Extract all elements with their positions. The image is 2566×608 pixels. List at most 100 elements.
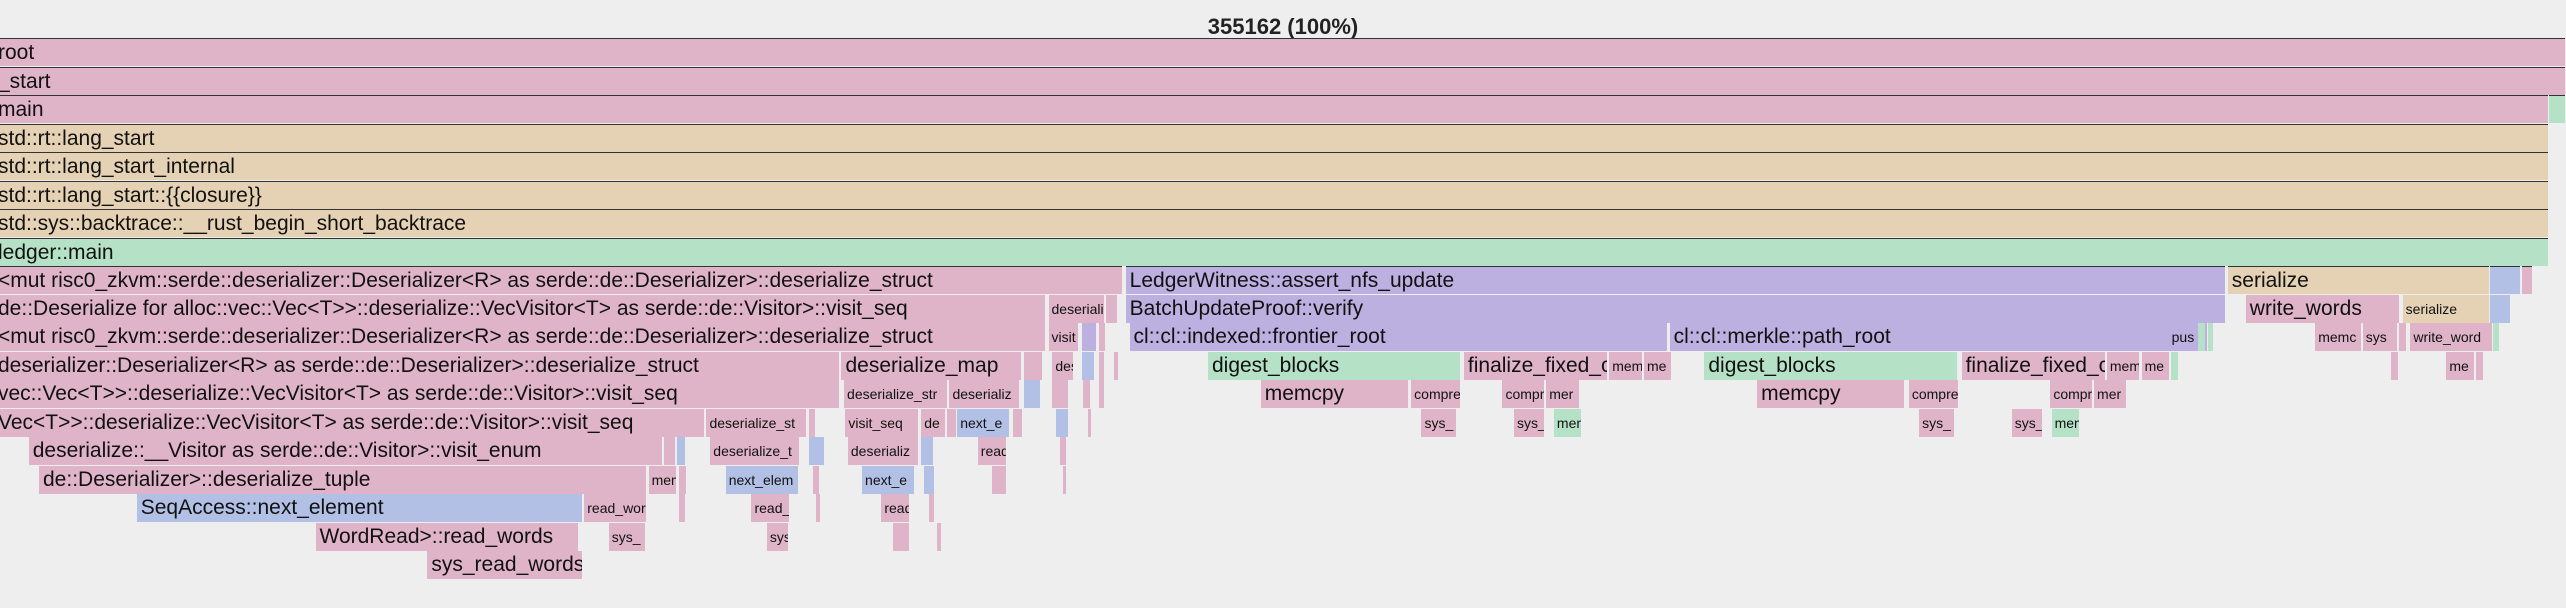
flame-frame[interactable]: write_word bbox=[2410, 323, 2492, 351]
flame-frame[interactable]: sys_ bbox=[2011, 408, 2042, 437]
flame-frame[interactable]: <mut risc0_zkvm::serde::deserializer::De… bbox=[0, 323, 1045, 351]
flame-frame[interactable]: vec::Vec<T>>::deserialize::VecVisitor<T>… bbox=[0, 380, 840, 408]
flame-frame[interactable] bbox=[1062, 465, 1066, 494]
flame-frame[interactable]: compre bbox=[2050, 380, 2092, 408]
flame-frame[interactable]: deserialize_st bbox=[706, 408, 806, 437]
flame-frame[interactable] bbox=[2522, 266, 2532, 294]
flame-frame[interactable] bbox=[813, 465, 819, 494]
flame-frame[interactable] bbox=[923, 465, 935, 494]
flame-frame[interactable]: sys_ bbox=[1919, 408, 1955, 437]
flame-frame[interactable]: sys_ bbox=[1514, 408, 1544, 437]
flame-frame[interactable]: deserializer::Deserializer<R> as serde::… bbox=[0, 351, 840, 380]
flame-frame[interactable]: de::Deserialize for alloc::vec::Vec<T>>:… bbox=[0, 294, 1045, 323]
flame-frame[interactable] bbox=[1083, 380, 1090, 408]
flame-frame[interactable]: digest_blocks bbox=[1207, 351, 1461, 380]
flame-frame[interactable] bbox=[679, 494, 685, 522]
flame-frame[interactable]: de::Deserializer>::deserialize_tuple bbox=[39, 465, 647, 494]
flame-frame[interactable] bbox=[809, 437, 824, 465]
flame-frame[interactable] bbox=[1088, 408, 1092, 437]
flame-frame[interactable]: std::rt::lang_start::{{closure}} bbox=[0, 180, 2549, 209]
flame-frame[interactable]: serialize bbox=[2227, 266, 2490, 294]
flame-frame[interactable]: std::rt::lang_start_internal bbox=[0, 152, 2549, 180]
flame-frame[interactable] bbox=[2398, 323, 2406, 351]
flame-frame[interactable]: deserialize_t bbox=[710, 437, 800, 465]
flame-frame[interactable]: compre bbox=[1908, 380, 1958, 408]
flame-frame[interactable] bbox=[1024, 380, 1040, 408]
flame-frame[interactable]: main bbox=[0, 95, 2549, 123]
flame-frame[interactable]: BatchUpdateProof::verify bbox=[1125, 294, 2226, 323]
flame-frame[interactable]: me bbox=[1643, 351, 1672, 380]
flame-frame[interactable]: finalize_fixed_core bbox=[1463, 351, 1607, 380]
flame-frame[interactable]: digest_blocks bbox=[1704, 351, 1957, 380]
flame-frame[interactable] bbox=[1098, 380, 1105, 408]
flame-frame[interactable] bbox=[676, 437, 685, 465]
flame-frame[interactable]: mer bbox=[2094, 380, 2127, 408]
flame-frame[interactable] bbox=[1052, 380, 1069, 408]
flame-frame[interactable] bbox=[1106, 294, 1117, 323]
flame-frame[interactable]: read_wor bbox=[584, 494, 647, 522]
flame-frame[interactable] bbox=[2490, 266, 2520, 294]
flame-frame[interactable] bbox=[1081, 351, 1094, 380]
flame-frame[interactable]: deserialize_str bbox=[844, 380, 948, 408]
flame-frame[interactable]: sys_read_words bbox=[427, 551, 582, 579]
flame-frame[interactable]: deserializ bbox=[949, 380, 1020, 408]
flame-frame[interactable] bbox=[2171, 351, 2178, 380]
flame-frame[interactable]: visit bbox=[1048, 323, 1079, 351]
flame-frame[interactable]: next_elem bbox=[725, 465, 799, 494]
flame-frame[interactable] bbox=[2208, 323, 2213, 351]
flame-frame[interactable] bbox=[1114, 351, 1119, 380]
flame-frame[interactable]: next_e bbox=[862, 465, 914, 494]
flame-frame[interactable] bbox=[921, 437, 934, 465]
flame-frame[interactable] bbox=[1098, 323, 1106, 351]
flame-frame[interactable] bbox=[815, 494, 820, 522]
flame-frame[interactable]: compre bbox=[1502, 380, 1544, 408]
flame-frame[interactable]: deserializ bbox=[847, 437, 918, 465]
flame-frame[interactable] bbox=[664, 437, 675, 465]
flame-frame[interactable] bbox=[2549, 95, 2565, 123]
flame-frame[interactable]: sys bbox=[2362, 323, 2397, 351]
flame-frame[interactable]: std::rt::lang_start bbox=[0, 123, 2549, 152]
flame-frame[interactable]: <mut risc0_zkvm::serde::deserializer::De… bbox=[0, 266, 1123, 294]
flame-frame[interactable]: mem bbox=[1609, 351, 1642, 380]
flame-frame[interactable]: LedgerWitness::assert_nfs_update bbox=[1125, 266, 2226, 294]
flame-frame[interactable]: visit_seq bbox=[845, 408, 918, 437]
flame-frame[interactable]: mer bbox=[1546, 380, 1579, 408]
flame-frame[interactable] bbox=[2198, 323, 2205, 351]
flame-frame[interactable]: mem bbox=[2106, 351, 2140, 380]
flame-frame[interactable] bbox=[946, 408, 957, 437]
flame-frame[interactable]: sys_ bbox=[1421, 408, 1457, 437]
flame-frame[interactable] bbox=[1081, 323, 1097, 351]
flame-frame[interactable]: read bbox=[977, 437, 1007, 465]
flame-frame[interactable]: _start bbox=[0, 66, 2565, 95]
flame-frame[interactable]: WordRead>::read_words bbox=[315, 522, 579, 551]
flame-frame[interactable]: SeqAccess::next_element bbox=[136, 494, 582, 522]
flame-frame[interactable] bbox=[2391, 351, 2398, 380]
flame-frame[interactable]: me bbox=[2446, 351, 2474, 380]
flame-frame[interactable]: memc bbox=[2315, 323, 2361, 351]
flame-frame[interactable]: std::sys::backtrace::__rust_begin_short_… bbox=[0, 209, 2549, 237]
flame-frame[interactable]: cl::cl::indexed::frontier_root bbox=[1129, 323, 1668, 351]
flame-frame[interactable] bbox=[809, 408, 815, 437]
flame-frame[interactable]: cl::cl::merkle::path_root bbox=[1669, 323, 2208, 351]
flame-frame[interactable] bbox=[1012, 408, 1022, 437]
flame-frame[interactable]: des bbox=[1052, 351, 1074, 380]
flame-frame[interactable]: ledger::main bbox=[0, 237, 2549, 266]
flame-frame[interactable] bbox=[1024, 351, 1043, 380]
flame-frame[interactable]: deserialize bbox=[1048, 294, 1105, 323]
flame-frame[interactable]: write_words bbox=[2245, 294, 2400, 323]
flame-frame[interactable]: mem bbox=[1553, 408, 1582, 437]
flame-frame[interactable] bbox=[2475, 351, 2483, 380]
flame-frame[interactable]: mem bbox=[648, 465, 676, 494]
flame-frame[interactable]: read bbox=[881, 494, 909, 522]
flame-frame[interactable] bbox=[892, 522, 909, 551]
flame-frame[interactable]: memcpy bbox=[1757, 380, 1904, 408]
flame-frame[interactable]: memcpy bbox=[1260, 380, 1408, 408]
flame-frame[interactable] bbox=[1056, 408, 1069, 437]
flame-frame[interactable]: me bbox=[2141, 351, 2169, 380]
flame-frame[interactable]: de bbox=[921, 408, 945, 437]
flame-frame[interactable]: sys_ bbox=[608, 522, 645, 551]
flame-frame[interactable]: finalize_fixed_core bbox=[1961, 351, 2105, 380]
flame-frame[interactable]: serialize bbox=[2402, 294, 2490, 323]
flame-frame[interactable]: next_e bbox=[957, 408, 1009, 437]
